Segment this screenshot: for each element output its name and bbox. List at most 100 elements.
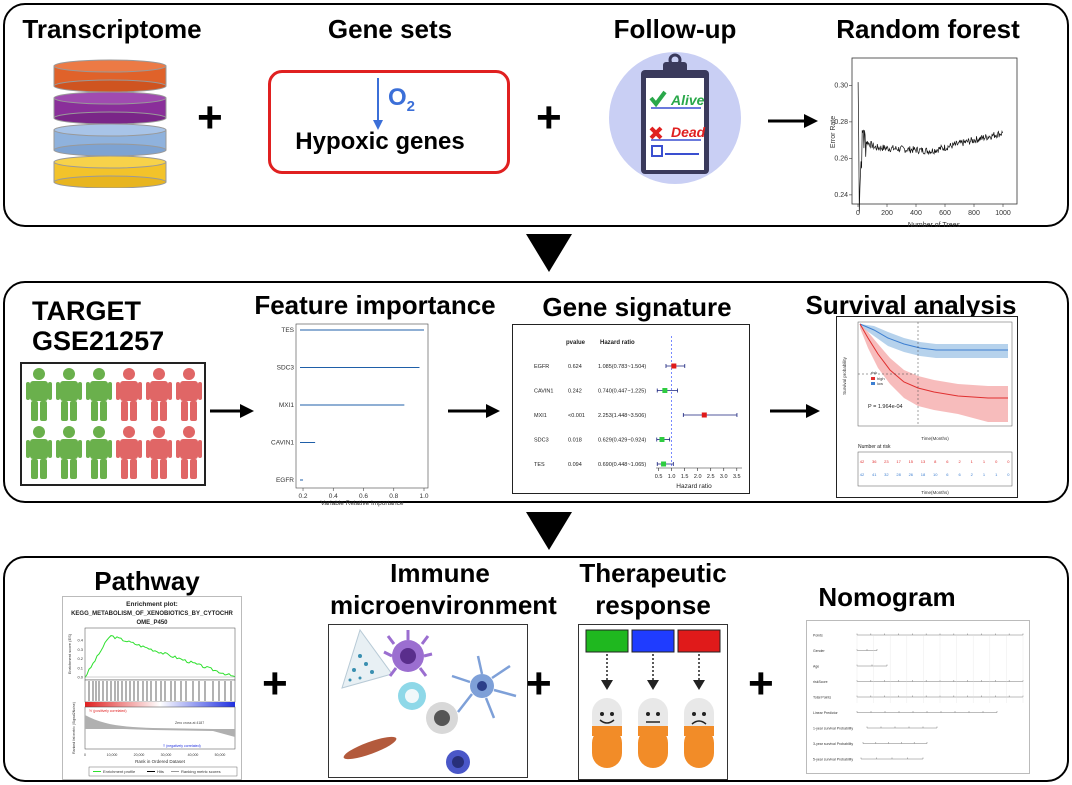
person-arm [48, 382, 52, 400]
fi-x-axis-label: Variable Relative Importance [321, 500, 404, 507]
right-arrow-icon [768, 114, 818, 128]
gsea-hit-lines [88, 681, 232, 701]
nomogram-row-label: Points [813, 634, 823, 638]
pill-sad-icon [684, 698, 714, 768]
km-risk-low-value: 41 [872, 472, 877, 477]
label-random-forest: Random forest [836, 14, 1020, 44]
rf-y-tick-label: 0.26 [834, 155, 848, 162]
label-immune: Immune [390, 558, 490, 588]
person-arm [86, 382, 90, 400]
rf-x-tick-label: 1000 [995, 210, 1011, 217]
gsea-x-axis-label: Rank in Ordered Dataset [135, 759, 186, 764]
o2-label: O2 [388, 84, 415, 115]
fi-gene-label: MXI1 [279, 402, 295, 409]
km-risk-high-value: 36 [872, 459, 877, 464]
rf-y-ticks: 0.300.280.260.24 [834, 82, 852, 199]
rf-y-tick-label: 0.24 [834, 192, 848, 199]
person-icon [26, 426, 52, 479]
right-arrow-icon [210, 404, 254, 418]
immune-cells-illustration [341, 628, 517, 774]
gs-col-pvalue: pvalue [566, 340, 586, 346]
km-risk-low-value: 28 [896, 472, 901, 477]
rf-x-axis-label: Number of Trees [908, 222, 961, 229]
person-leg [160, 459, 167, 479]
gs-point [662, 388, 668, 393]
gs-x-tick-label: 2.5 [707, 474, 715, 480]
person-head [183, 368, 195, 380]
o2-text: O [388, 84, 407, 111]
gs-hazard-ratio: 2.253(1.448~3.506) [598, 413, 646, 419]
nomogram-row-label: Total Points [813, 696, 831, 700]
person-head [63, 426, 75, 438]
person-body [120, 439, 138, 459]
gs-x-tick-label: 2.0 [694, 474, 702, 480]
person-body [90, 381, 108, 401]
fi-gene-label: EGFR [276, 477, 294, 484]
person-head [63, 368, 75, 380]
person-arm [176, 382, 180, 400]
disk-orange [53, 59, 167, 93]
km-risk-low-value: 42 [860, 472, 865, 477]
person-arm [56, 440, 60, 458]
gs-x-tick-label: 3.5 [733, 474, 741, 480]
person-leg [91, 459, 98, 479]
person-arm [138, 440, 142, 458]
label-gene-sets: Gene sets [327, 14, 453, 44]
km-risk-high-value: 1 [983, 459, 986, 464]
person-head [153, 368, 165, 380]
km-risk-high-value: 2 [958, 459, 961, 464]
gs-gene-label: CAVIN1 [534, 389, 553, 395]
person-head [93, 368, 105, 380]
gs-x-tick-label: 3.0 [720, 474, 728, 480]
km-risk-high-value: 8 [934, 459, 937, 464]
nomogram-row-label: 1-year survival Probability [813, 727, 853, 731]
t-cell-icon [398, 682, 426, 710]
hypoxic-genes-box [268, 70, 510, 174]
person-head [183, 426, 195, 438]
fi-gene-label: TES [281, 327, 294, 334]
person-arm [198, 440, 202, 458]
person-arm [26, 382, 30, 400]
disk-yellow [53, 155, 167, 188]
km-risk-high-value: 1 [971, 459, 974, 464]
km-risk-high-value: 0 [995, 459, 998, 464]
km-risk-high-value: 0 [1007, 459, 1010, 464]
person-head [123, 426, 135, 438]
person-head [123, 368, 135, 380]
person-arm [146, 440, 150, 458]
group-red-box [677, 629, 721, 653]
gsea-negative-label: 'l' (negatively correlated) [163, 744, 201, 748]
gsea-title-line1: Enrichment plot: [126, 601, 178, 608]
gs-col-hazard-ratio: Hazard ratio [600, 340, 635, 346]
person-icon [56, 426, 82, 479]
gs-x-tick-label: 1.0 [668, 474, 676, 480]
gsea-x-tick-label: 50,000 [215, 753, 226, 757]
label-response: response [595, 590, 711, 620]
label-gene-signature: Gene signature [542, 292, 732, 322]
patient-cohort-icons [26, 368, 202, 479]
km-risk-low-value: 18 [921, 472, 926, 477]
nomogram-row-label: riskScore [813, 680, 828, 684]
fibroblast-icon [343, 736, 397, 760]
gs-point [659, 437, 665, 442]
person-leg [190, 459, 197, 479]
person-icon [116, 426, 142, 479]
fi-x-tick-label: 0.8 [389, 493, 398, 500]
gsea-title-line3: OME_P450 [136, 620, 168, 626]
rf-x-tick-label: 600 [939, 210, 951, 217]
gs-x-axis-label: Hazard ratio [676, 483, 712, 490]
gsea-y-tick-label: 0.1 [77, 665, 83, 670]
hypoxic-genes-text: Hypoxic genes [295, 128, 465, 155]
gsea-legend-profile: Enrichment profile [103, 769, 136, 774]
gsea-title-line2: KEGG_METABOLISM_OF_XENOBIOTICS_BY_CYTOCH… [71, 611, 233, 617]
gsea-y-axis-label-2: Ranked list metric (Signal2Noise) [72, 702, 76, 754]
person-leg [121, 459, 128, 479]
gs-hazard-ratio: 1.085(0.783~1.504) [598, 364, 646, 370]
gs-point [671, 363, 677, 369]
km-risk-high-value: 17 [896, 459, 901, 464]
o2-subscript: 2 [406, 97, 416, 115]
transcriptome-stack-icon [53, 59, 167, 188]
gsea-x-tick-label: 30,000 [161, 753, 172, 757]
gsea-enrichment-plot: Enrichment plot: KEGG_METABOLISM_OF_XENO… [67, 601, 238, 777]
